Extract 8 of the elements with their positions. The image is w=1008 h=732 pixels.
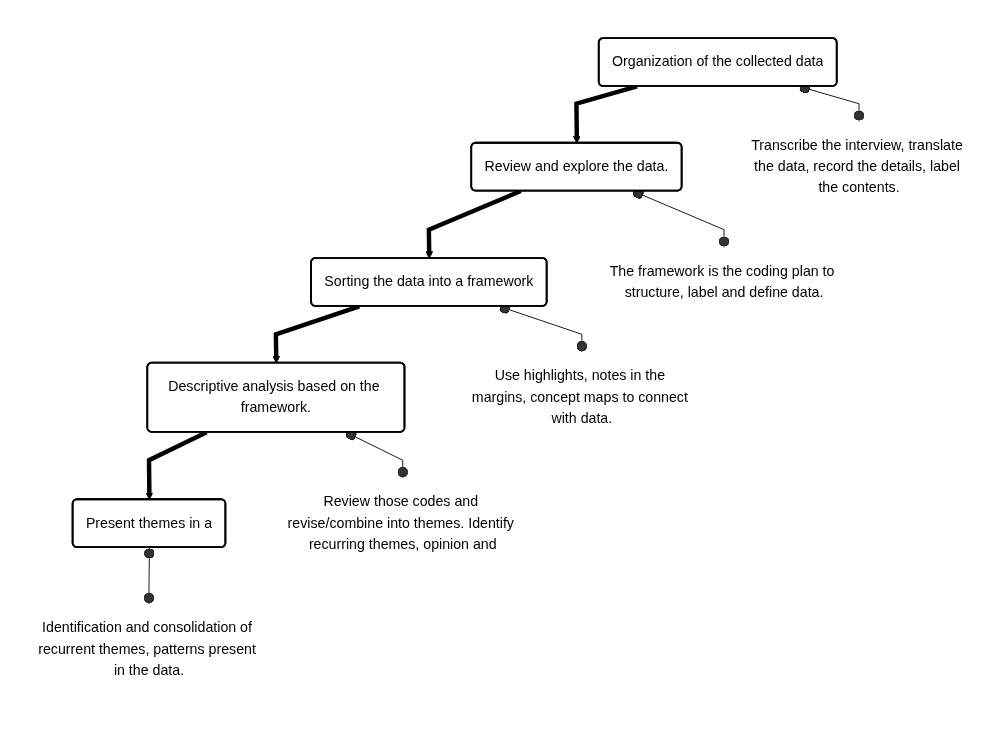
- node-text: The framework is the coding plan to structure, label and define data.: [609, 263, 835, 300]
- node-text: Use highlights, notes in the margins, concept maps to connect with data.: [471, 367, 688, 426]
- arrow: [145, 430, 208, 500]
- arrow: [272, 304, 360, 364]
- node-text: Transcribe the interview, translate the data, record the details, label the contents.: [751, 137, 963, 195]
- node-text: Identification and consolidation of recurrent themes, patterns present in the data.: [38, 619, 256, 678]
- arrow: [572, 84, 638, 144]
- node-text: Review those codes and revise/combine into themes. Identify recurring themes, opinion and: [287, 493, 514, 552]
